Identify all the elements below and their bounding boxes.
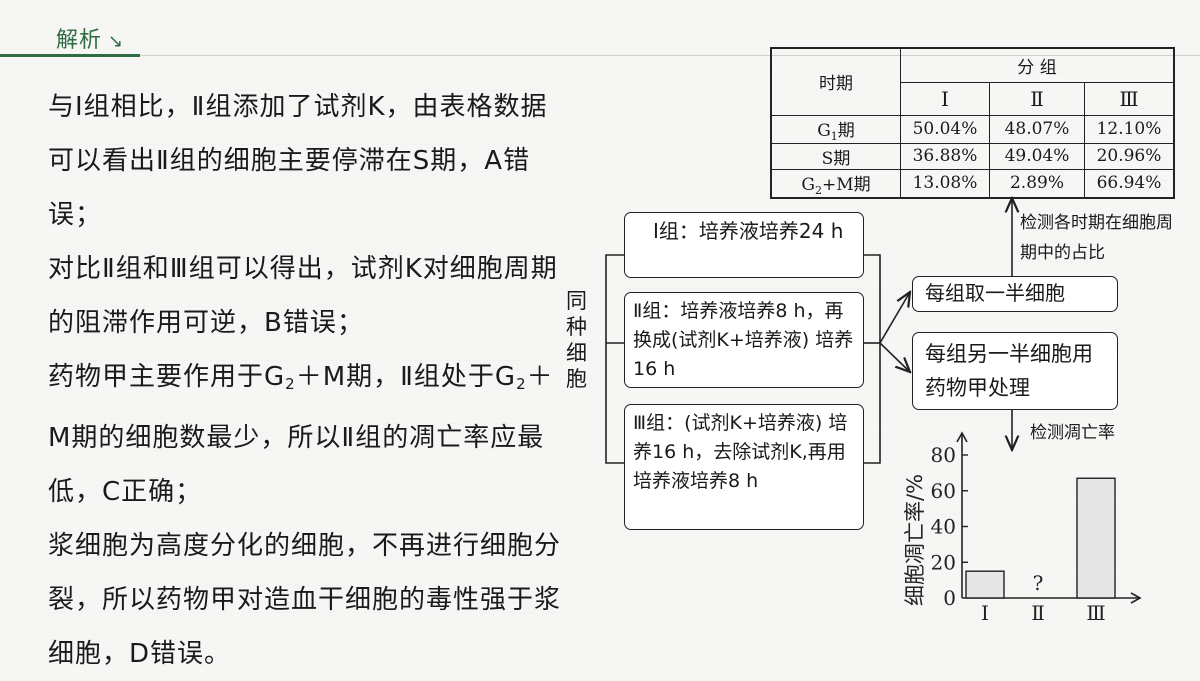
value-cell: 48.07% [989, 114, 1085, 144]
period-cell: G1期 [770, 114, 901, 144]
text-run: ＋M期，Ⅱ组处于G [295, 362, 517, 392]
arrow-down-right-icon: ↘ [108, 31, 125, 52]
table-row: G2+M期 13.08% 2.89% 66.94% [770, 168, 1175, 198]
x-axis-arrow [1130, 592, 1142, 604]
value-cell: 13.08% [900, 168, 990, 198]
group-col-3: Ⅲ [1084, 81, 1175, 116]
section-title-text: 解析 [56, 28, 103, 53]
period-cell: G2+M期 [770, 168, 901, 198]
table-row: S期 36.88% 49.04% 20.96% [770, 142, 1175, 170]
x-tick-label: Ⅰ [981, 601, 989, 625]
text-run: ＋M期的细胞数最少，所以Ⅱ组的凋亡率应最低，C正确； [48, 362, 554, 507]
value-cell: 36.88% [900, 142, 990, 170]
y-axis-arrow [956, 431, 968, 443]
detect-ratio-note: 检测各时期在细胞周期中的占比 [1020, 213, 1173, 263]
value-cell: 66.94% [1084, 168, 1175, 198]
value-cell: 49.04% [989, 142, 1085, 170]
analysis-paragraph: 对比Ⅱ组和Ⅲ组可以得出，试剂K对细胞周期的阻滞作用可逆，B错误； [48, 254, 558, 338]
period-header: 时期 [770, 47, 901, 116]
analysis-paragraph: 浆细胞为高度分化的细胞，不再进行细胞分裂，所以药物甲对造血干细胞的毒性强于浆细胞… [48, 531, 562, 669]
group3-box: Ⅲ组：(试剂K+培养液) 培养16 h，去除试剂K,再用培养液培养8 h [624, 404, 864, 530]
table-row: G1期 50.04% 48.07% 12.10% [770, 114, 1175, 144]
half-cells-box: 每组取一半细胞 [912, 276, 1118, 312]
bar [1076, 477, 1116, 599]
period-cell: S期 [770, 142, 901, 170]
y-tick-label: 80 [931, 443, 956, 467]
analysis-text: 与Ⅰ组相比，Ⅱ组添加了试剂K，由表格数据可以看出Ⅱ组的细胞主要停滞在S期，A错误… [48, 80, 563, 681]
unknown-value-label: ? [1033, 571, 1044, 595]
header-divider [140, 55, 1200, 56]
value-cell: 2.89% [989, 168, 1085, 198]
analysis-paragraph: 药物甲主要作用于G2＋M期，Ⅱ组处于G2＋M期的细胞数最少，所以Ⅱ组的凋亡率应最… [48, 350, 563, 519]
y-tick-label: 20 [931, 550, 956, 574]
value-cell: 12.10% [1084, 114, 1175, 144]
group-col-2: Ⅱ [989, 81, 1085, 116]
x-tick-label: Ⅱ [1031, 601, 1045, 625]
value-cell: 20.96% [1084, 142, 1175, 170]
y-tick-label: 0 [943, 586, 956, 610]
header-underline [0, 54, 140, 57]
bar [965, 570, 1005, 599]
x-tick-label: Ⅲ [1086, 601, 1105, 625]
y-tick-label: 40 [931, 515, 956, 539]
group-col-1: Ⅰ [900, 81, 990, 116]
subscript: 2 [285, 375, 296, 393]
subscript: 2 [516, 375, 527, 393]
cell-cycle-table: 时期 分 组 Ⅰ Ⅱ Ⅲ G1期 50.04% 48.07% 12.10% S期… [770, 47, 1175, 199]
detect-apoptosis-note: 检测凋亡率 [1030, 423, 1115, 443]
other-half-box: 每组另一半细胞用药物甲处理 [912, 332, 1118, 410]
y-axis-label: 细胞凋亡率/% [903, 474, 927, 606]
same-cells-label: 同种细胞 [566, 289, 587, 391]
text-run: 药物甲主要作用于G [48, 362, 286, 392]
group2-box: Ⅱ组：培养液培养8 h，再换成(试剂K+培养液) 培养16 h [624, 292, 864, 388]
group1-box: Ⅰ组：培养液培养24 h [624, 212, 864, 278]
value-cell: 50.04% [900, 114, 990, 144]
analysis-paragraph: 与Ⅰ组相比，Ⅱ组添加了试剂K，由表格数据可以看出Ⅱ组的细胞主要停滞在S期，A错误… [48, 92, 548, 230]
y-tick-label: 60 [931, 479, 956, 503]
section-title: 解析↘ [56, 22, 124, 54]
